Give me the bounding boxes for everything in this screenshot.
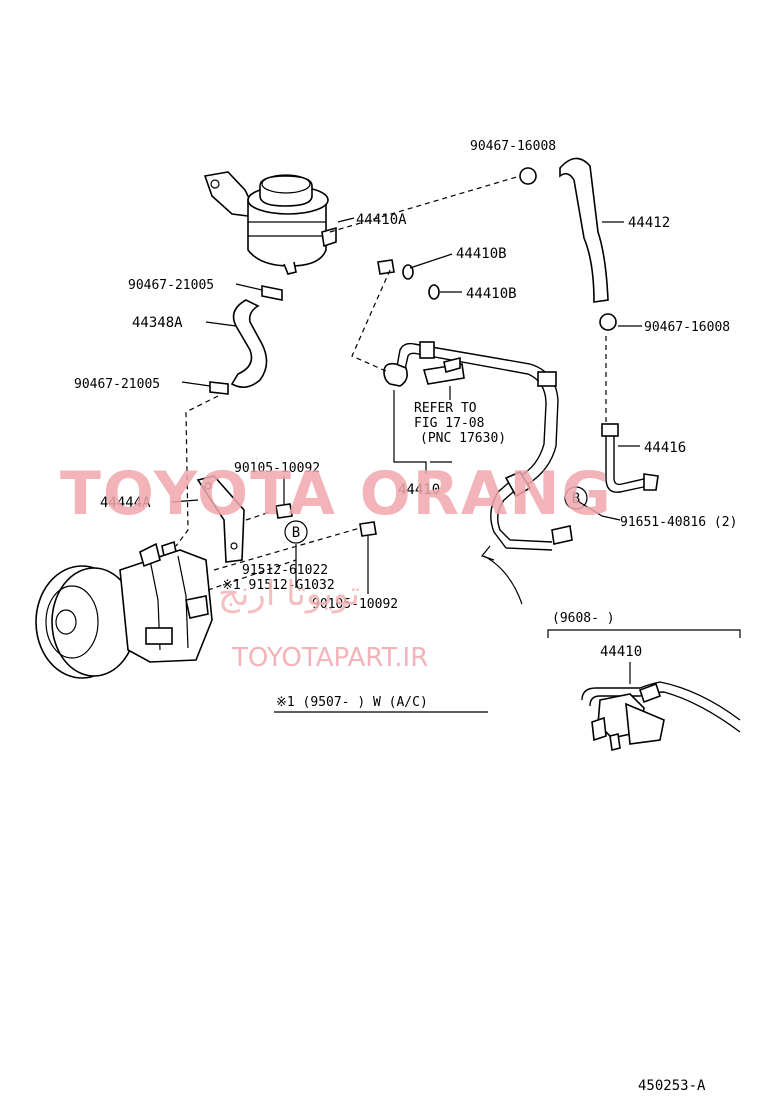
callout-b-label: B xyxy=(292,525,300,541)
reservoir-tank xyxy=(203,171,337,275)
inset-header: (9608- ) xyxy=(547,611,741,684)
label-44444a: 44444A xyxy=(100,495,151,511)
watermark-site: TOYOTAPART.IR xyxy=(231,643,428,673)
label-44410b-2: 44410B xyxy=(466,286,517,302)
label-inset-44410: 44410 xyxy=(600,644,642,660)
label-bolt-91512-g: ※1 91512-G1032 xyxy=(222,578,335,593)
power-steering-pump xyxy=(35,542,213,679)
label-bolt-90105-top: 90105-10092 xyxy=(234,461,320,476)
pressure-hose-44410 xyxy=(383,341,573,551)
inset-pressure-hose xyxy=(581,681,741,751)
note-ac: ※1 (9507- ) W (A/C) xyxy=(274,695,488,713)
gaskets-44410b xyxy=(377,259,440,300)
callout-b-left: B xyxy=(284,520,308,544)
bracket-44444a xyxy=(196,475,245,563)
label-refer-line2: FIG 17-08 xyxy=(414,416,484,431)
diagram-id: 450253-A xyxy=(638,1078,706,1094)
tube-44416 xyxy=(601,423,659,493)
small-bolts xyxy=(161,503,377,558)
watermark-arabic: تویوتا ارنج xyxy=(218,574,360,614)
label-clip-left-top: 90467-21005 xyxy=(128,278,214,293)
label-44410: 44410 xyxy=(398,482,440,498)
label-clip-left-bottom: 90467-21005 xyxy=(74,377,160,392)
label-44348a: 44348A xyxy=(132,315,183,331)
direction-arrow xyxy=(480,545,523,605)
watermark: TOYOTA ORANG تویوتا ارنج TOYOTAPART.IR xyxy=(60,459,613,673)
label-44410a: 44410A xyxy=(356,212,407,228)
label-bolt-91512: 91512-61022 xyxy=(242,563,328,578)
callout-b-label: B xyxy=(572,491,580,507)
label-hose-44412: 44412 xyxy=(628,215,670,231)
label-clip-right: 90467-16008 xyxy=(644,320,730,335)
label-clip-top: 90467-16008 xyxy=(470,139,556,154)
leader-lines xyxy=(171,175,642,594)
inset-header-text: (9608- ) xyxy=(552,611,615,626)
label-refer-line1: REFER TO xyxy=(414,401,477,416)
label-bolt-90105-bottom: 90105-10092 xyxy=(312,597,398,612)
hose-44348a xyxy=(209,285,283,395)
hose-44412 xyxy=(519,157,617,331)
watermark-brand: TOYOTA ORANG xyxy=(60,459,613,529)
note-ac-text: ※1 (9507- ) W (A/C) xyxy=(276,695,428,710)
label-44410b-1: 44410B xyxy=(456,246,507,262)
label-44416: 44416 xyxy=(644,440,686,456)
label-bolt-91651: 91651-40816 (2) xyxy=(620,515,737,530)
callout-b-right: B xyxy=(564,486,588,510)
label-refer-line3: (PNC 17630) xyxy=(420,431,506,446)
